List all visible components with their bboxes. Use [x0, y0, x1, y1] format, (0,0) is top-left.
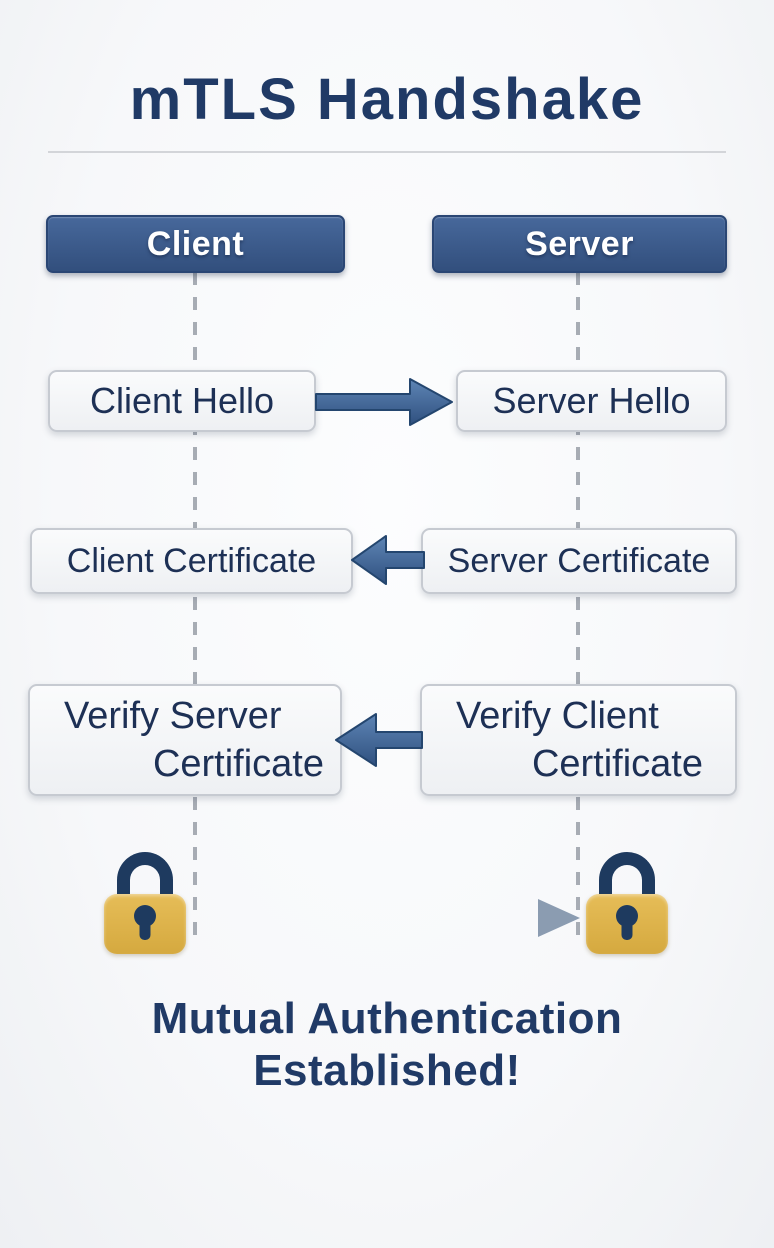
actor-client: Client [46, 215, 345, 273]
server-hello-box: Server Hello [456, 370, 727, 432]
footer-line-2: Established! [253, 1046, 521, 1095]
verify-client-certificate-box: Verify Client Certificate [420, 684, 737, 796]
lock-icon [104, 852, 186, 954]
verify-server-line2: Certificate [152, 743, 324, 785]
verify-client-line1: Verify Client [456, 695, 659, 737]
verify-client-line2: Certificate [531, 743, 703, 785]
actor-server-label: Server [525, 224, 634, 263]
lock-keyhole [616, 905, 638, 927]
verify-server-line1: Verify Server [64, 695, 282, 737]
mutual-auth-arrow-icon [206, 886, 580, 950]
lock-body [586, 894, 668, 954]
client-hello-box: Client Hello [48, 370, 316, 432]
arrow-right-icon [315, 378, 453, 426]
client-lifeline [193, 272, 197, 944]
title-divider [48, 151, 726, 153]
footer-line-1: Mutual Authentication [151, 994, 623, 1043]
lock-body [104, 894, 186, 954]
client-certificate-box: Client Certificate [30, 528, 353, 594]
lock-icon [586, 852, 668, 954]
verify-server-certificate-box: Verify Server Certificate [28, 684, 342, 796]
server-lifeline [576, 272, 580, 944]
arrow-left-icon [351, 535, 425, 585]
arrow-left-icon [335, 713, 423, 767]
server-certificate-box: Server Certificate [421, 528, 737, 594]
actor-server: Server [432, 215, 727, 273]
page-title: mTLS Handshake [129, 67, 645, 132]
lock-shackle [599, 852, 655, 902]
actor-client-label: Client [146, 224, 245, 263]
lock-keyhole [134, 905, 156, 927]
